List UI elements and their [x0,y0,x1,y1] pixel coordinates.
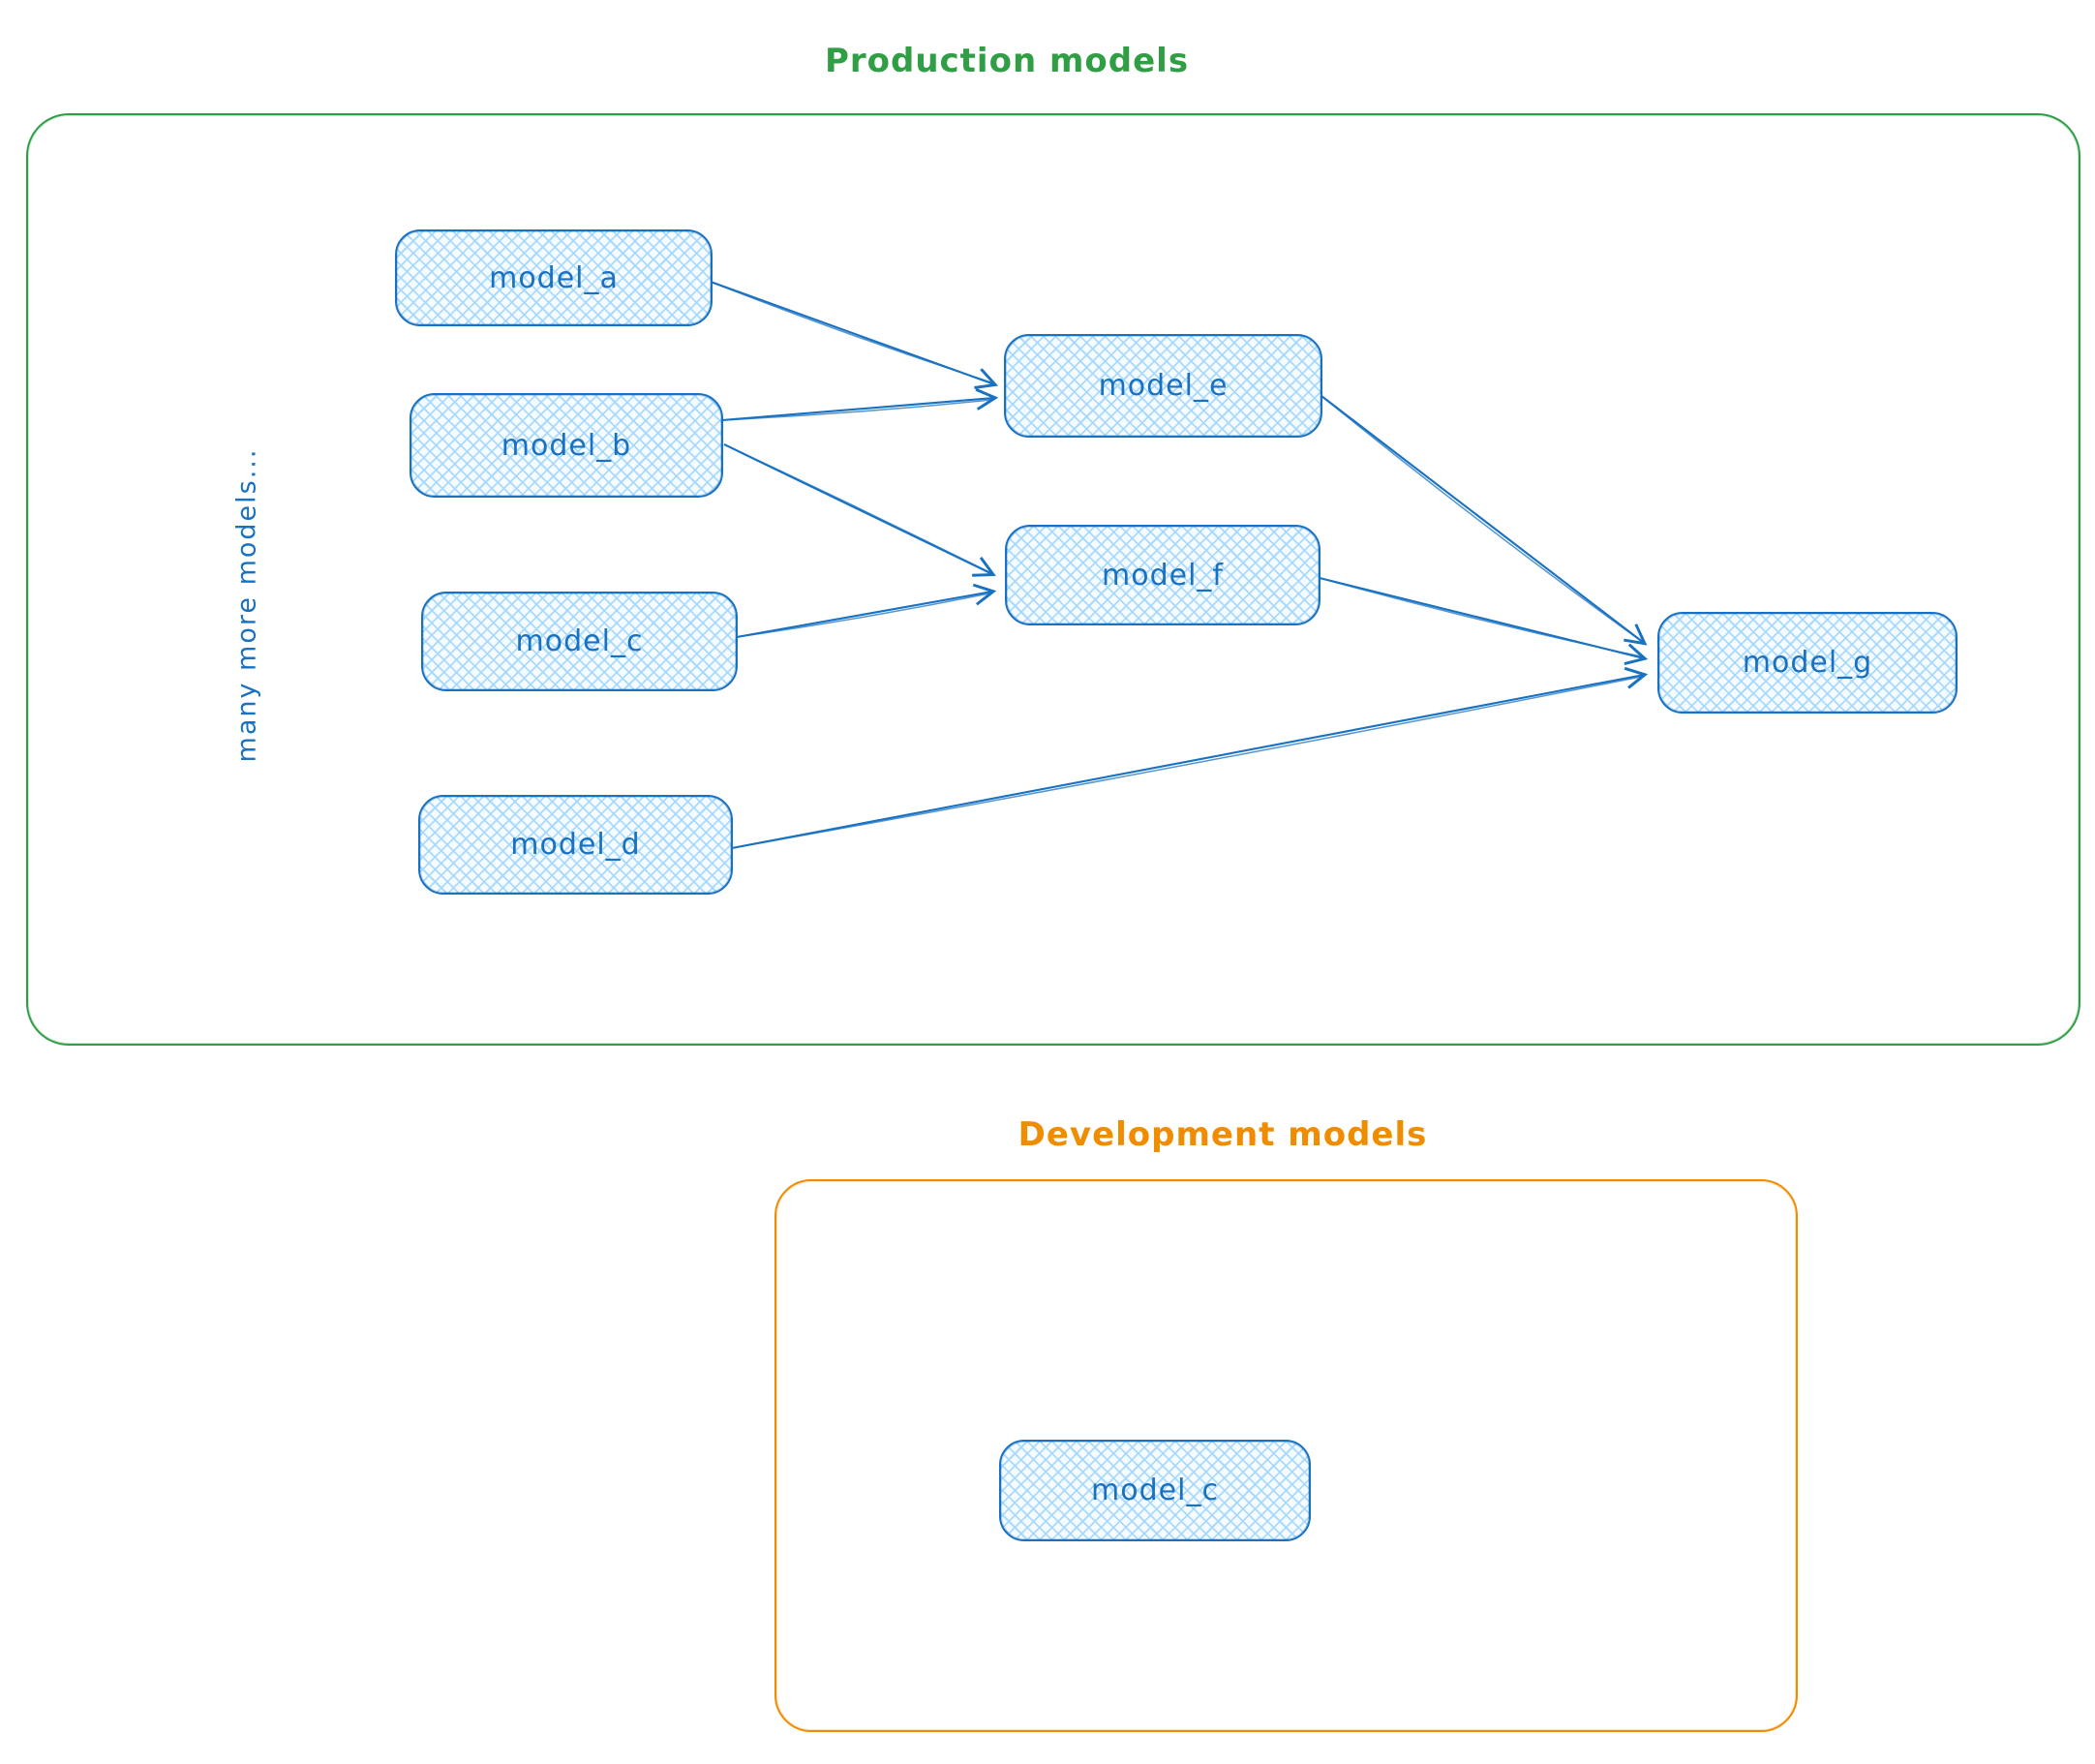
node-model_a-label: model_a [489,260,619,295]
node-model_a: model_a [395,229,713,326]
production-zone-title: Production models [824,42,1190,80]
node-model_d: model_d [418,795,733,895]
development-zone-frame [774,1179,1798,1732]
node-dev-model_c: model_c [999,1440,1311,1541]
node-model_f-label: model_f [1102,558,1224,593]
node-model_c-label: model_c [515,624,644,658]
node-model_g-label: model_g [1742,646,1873,680]
node-dev-model_c-label: model_c [1091,1474,1219,1507]
many-more-models-note: many more models... [231,447,262,763]
development-zone-title: Development models [1017,1115,1428,1154]
node-model_b: model_b [410,393,723,498]
node-model_d-label: model_d [510,828,641,862]
node-model_b-label: model_b [501,428,632,463]
production-zone-frame [26,113,2080,1046]
node-model_f: model_f [1005,525,1321,625]
node-model_g: model_g [1657,612,1958,714]
node-model_c: model_c [421,592,738,691]
node-model_e-label: model_e [1098,369,1229,403]
node-model_e: model_e [1004,334,1322,438]
